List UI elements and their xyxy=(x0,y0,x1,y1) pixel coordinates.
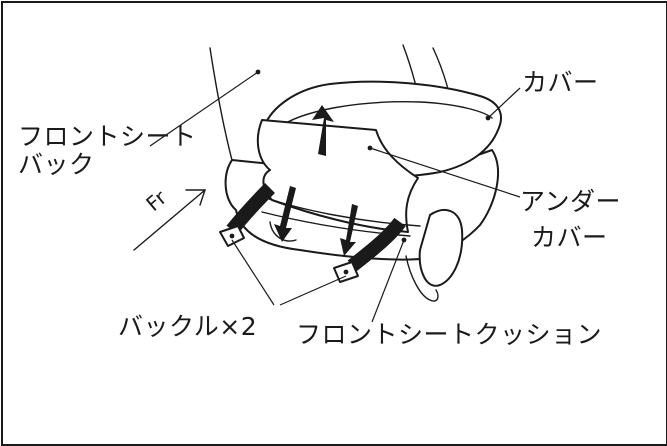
label-under-cover-line2: カバー xyxy=(531,223,608,252)
leader-undercover xyxy=(369,147,521,198)
cushion-side xyxy=(418,209,464,287)
pull-arrow-right xyxy=(340,204,358,256)
leader-seatback xyxy=(149,71,259,147)
leader-buckle-left xyxy=(231,239,275,306)
leg-left xyxy=(269,221,297,242)
under-cover-sheet xyxy=(256,119,419,233)
leg-right xyxy=(405,255,439,302)
seatback-left-edge xyxy=(209,47,237,176)
label-front-seat-back-line1: フロントシート xyxy=(18,122,197,151)
leader-cover-dot xyxy=(485,115,491,121)
lift-arrow xyxy=(312,105,334,156)
pull-arrow-left xyxy=(274,186,296,242)
buckle-right xyxy=(333,261,359,283)
buckle-left xyxy=(219,225,245,247)
cover-top-inner xyxy=(274,101,493,131)
leader-buckle-right xyxy=(279,275,347,306)
leader-undercover-dot xyxy=(367,145,373,151)
leader-cushion-dot xyxy=(401,237,407,243)
strap-right xyxy=(347,217,406,272)
label-buckle: バックル×2 xyxy=(118,312,258,341)
label-cover: カバー xyxy=(522,68,599,97)
label-front-seat-back-line2: バック xyxy=(18,150,95,179)
label-under-cover-line1: アンダー xyxy=(520,187,622,216)
leader-cushion xyxy=(371,239,405,323)
label-front-seat-cushion: フロントシートクッション xyxy=(296,320,603,349)
fr-direction-line xyxy=(133,189,206,251)
fr-arrow-head xyxy=(185,189,206,206)
leader-cover xyxy=(487,87,521,119)
leader-seatback-dot xyxy=(255,69,261,75)
